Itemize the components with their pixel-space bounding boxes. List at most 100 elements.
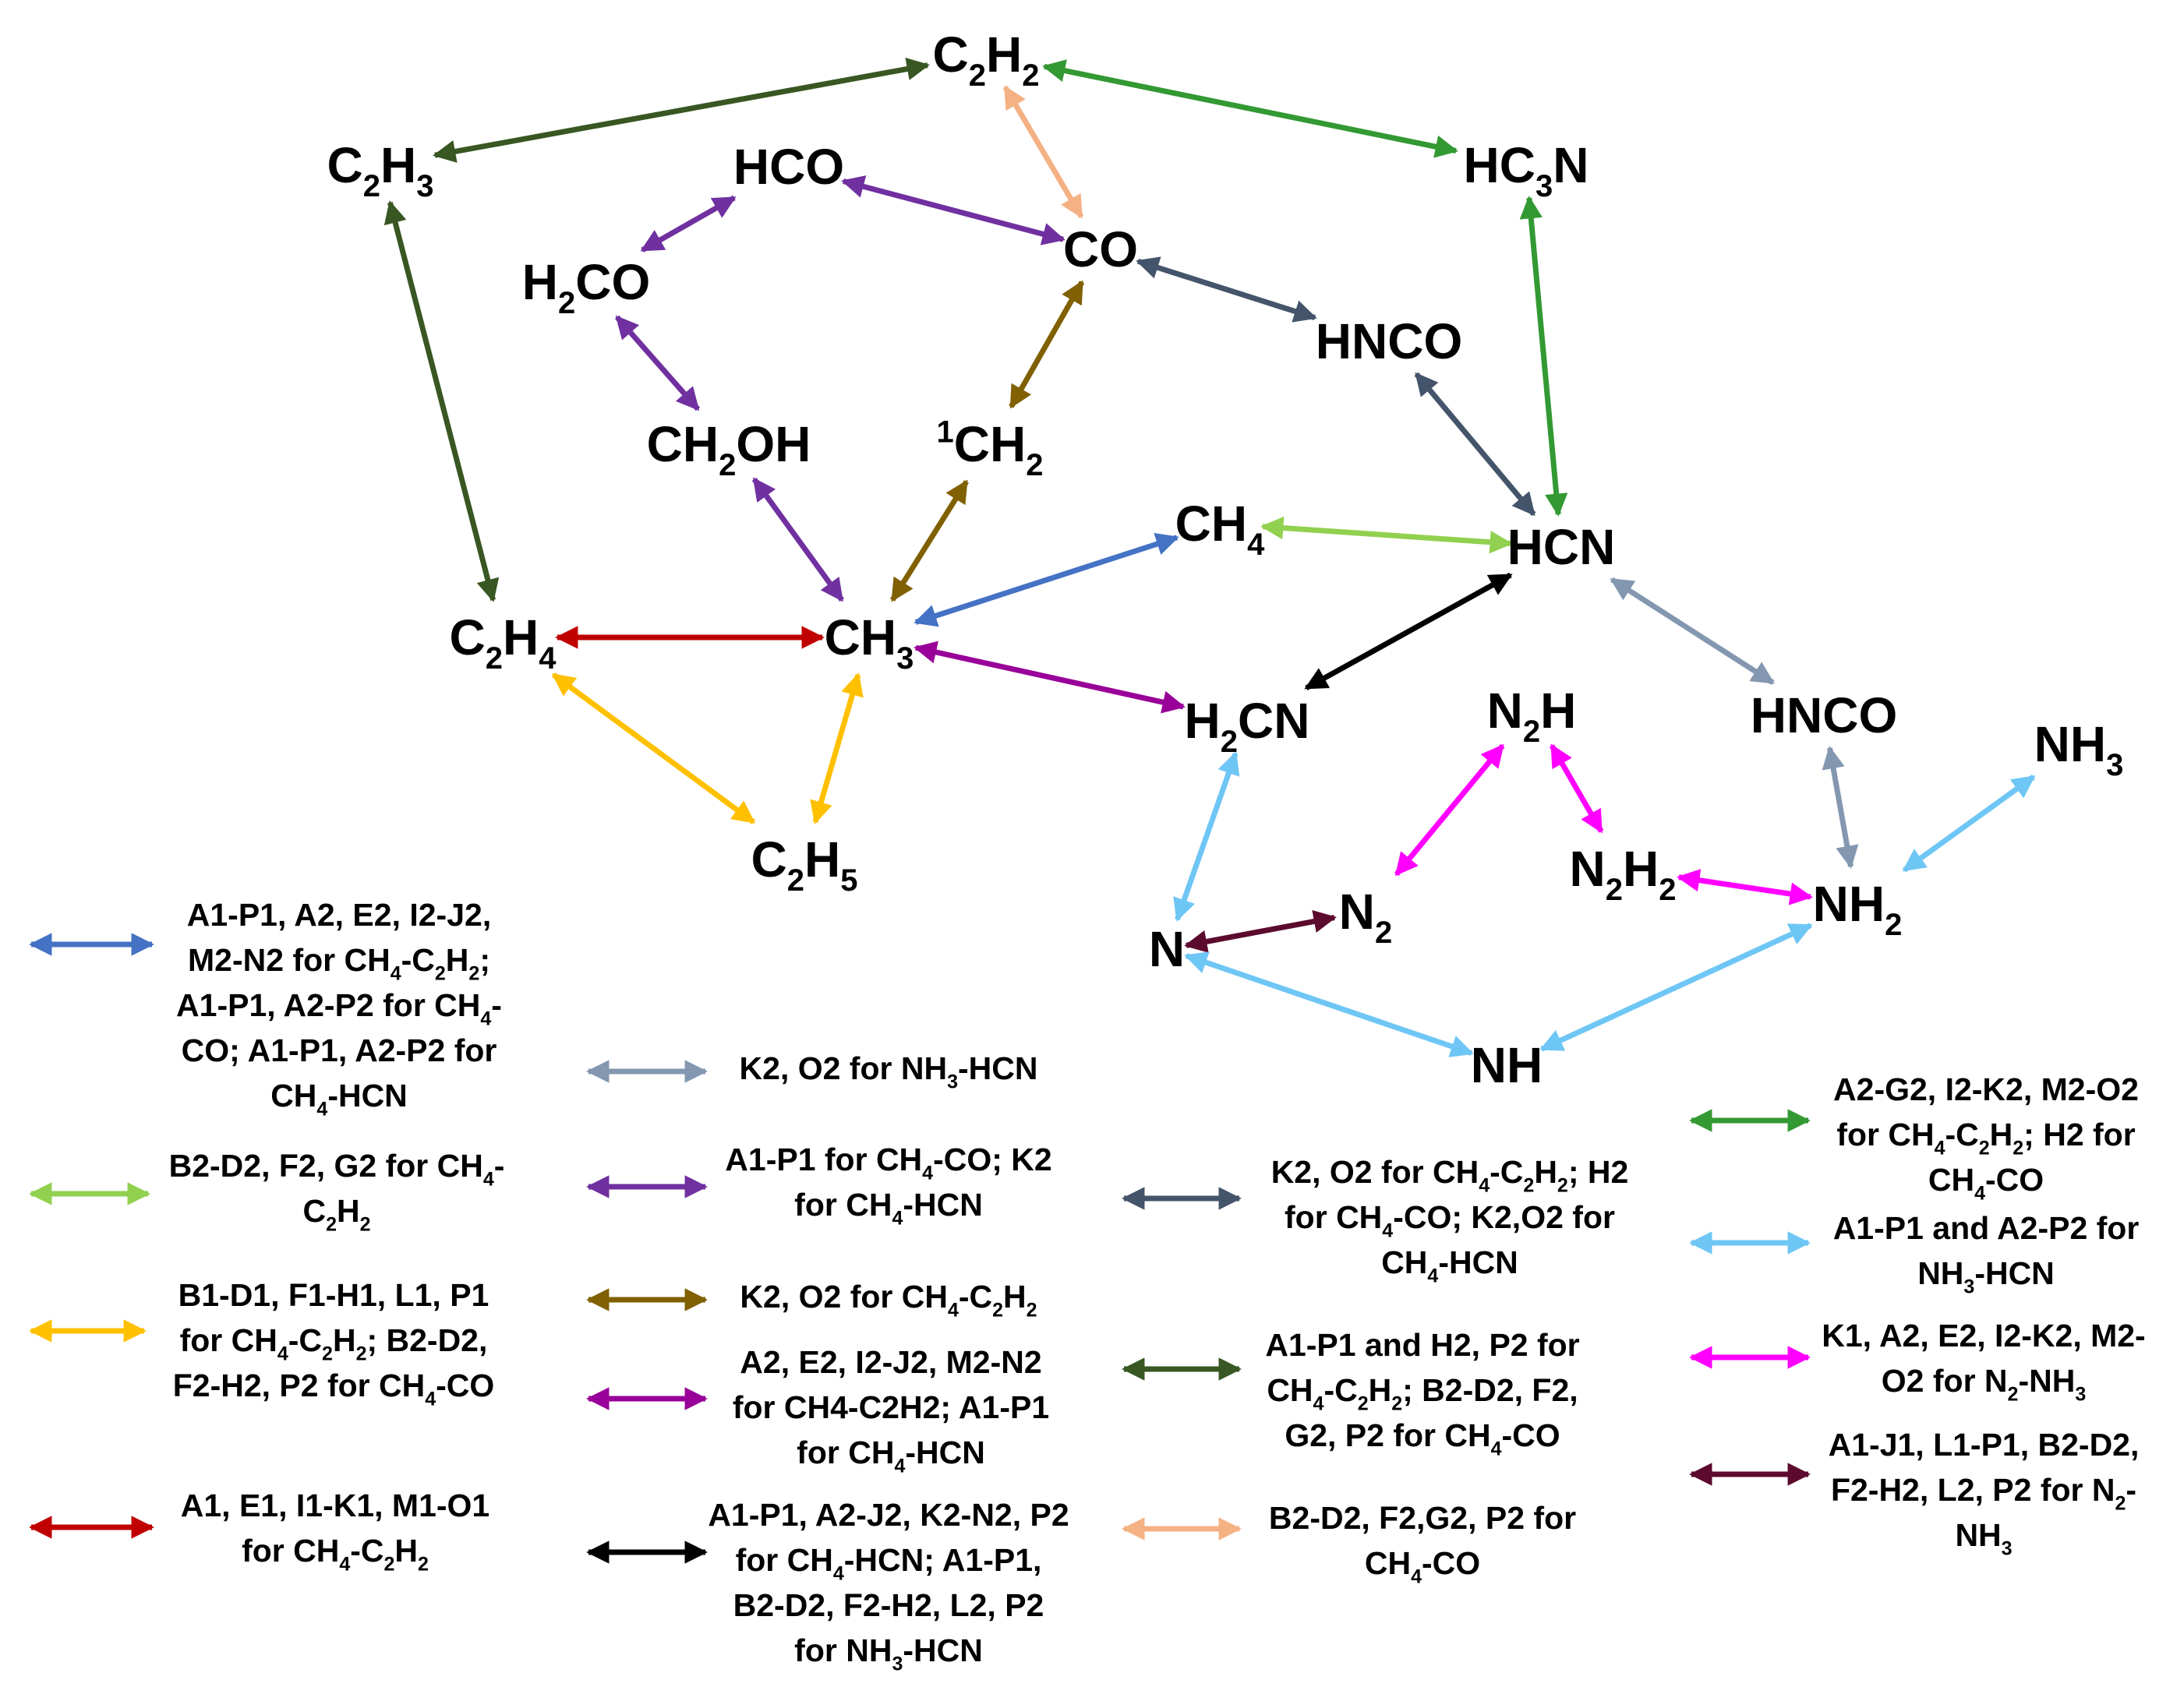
edge-CH3-C2H5	[810, 672, 864, 824]
node-N2H2: N2​H2​	[1570, 841, 1677, 907]
legend-entry-magenta_purple: A2, E2, I2-J2, M2-N2 for CH4-C2H2; A1-P1 f…	[586, 1344, 1049, 1477]
edge-C2H3-C2H2	[433, 58, 930, 163]
edge-CH2_singlet-CH3	[890, 479, 969, 602]
legend-text-line: M2-N2 for CH4​-C2​H2​;	[188, 942, 490, 984]
edge-HCN-HNCO_bottom	[1610, 577, 1775, 685]
legend-text-line: O2 for N2​-NH3​	[1882, 1363, 2086, 1405]
node-C2H2: C2​H2​	[933, 26, 1040, 93]
legend-text-line: G2, P2 for CH4​-CO	[1285, 1417, 1560, 1459]
legend-entry-red: A1, E1, I1-K1, M1-O1 for CH4​-C2​H2​	[29, 1488, 489, 1575]
legend-text-line: A2, E2, I2-J2, M2-N2	[740, 1344, 1041, 1380]
legend-text-line: CH4​-HCN	[270, 1078, 408, 1120]
node-HC3N: HC3​N	[1464, 137, 1589, 203]
legend-text-line: CH4​-CO	[1365, 1545, 1480, 1587]
node-HCN: HCN	[1507, 519, 1616, 575]
node-C2H4: C2​H4​	[450, 609, 557, 676]
node-CH4: CH4​	[1175, 496, 1265, 562]
legend-text-line: C2​H2​	[302, 1193, 370, 1235]
legend-text-line: for CH4​-HCN; A1-P1,	[736, 1542, 1042, 1584]
legend-text-line: K1, A2, E2, I2-K2, M2-	[1822, 1318, 2145, 1353]
legend-entry-brown: K2, O2 for CH4​-C2​H2​	[586, 1279, 1037, 1321]
legend-text-line: NH3​	[1955, 1517, 2012, 1559]
legend-text-line: A1-J1, L1-P1, B2-D2,	[1829, 1427, 2140, 1463]
edge-H2CO-CH2OH	[614, 315, 701, 411]
legend-text-line: A1-P1, A2, E2, I2-J2,	[187, 897, 491, 933]
legend: A1-P1, A2, E2, I2-J2, M2-N2 for CH4​-C2​H…	[29, 897, 2146, 1675]
edge-CH3-CH4	[914, 533, 1179, 627]
edge-CH4-HCN	[1260, 516, 1513, 554]
edges-layer	[383, 58, 2036, 1057]
edge-HCN-H2CN	[1304, 572, 1513, 691]
legend-text-line: K2, O2 for CH4​-C2​H2​	[740, 1279, 1037, 1321]
edge-HC3N-HCN	[1519, 196, 1568, 517]
edge-C2H4-C2H5	[551, 672, 756, 824]
legend-entry-grayblue: K2, O2 for NH3​-HCN	[586, 1050, 1038, 1092]
node-CH2OH: CH2​OH	[647, 416, 811, 482]
node-C2H5: C2​H5​	[751, 831, 858, 898]
legend-text-line: for CH4​-HCN	[797, 1435, 985, 1477]
node-NH3: NH3​	[2034, 716, 2124, 782]
legend-text-line: for CH4​-C2​H2​	[242, 1533, 429, 1575]
legend-entry-magenta: K1, A2, E2, I2-K2, M2- O2 for N2​-NH3​	[1689, 1318, 2146, 1405]
edge-CO-CH2_singlet	[1009, 280, 1085, 409]
edge-H2CN-N	[1173, 751, 1240, 922]
edge-NH2-NH3	[1902, 775, 2036, 873]
legend-entry-lightgreen: B2-D2, F2, G2 for CH4​-C2​H2​	[29, 1148, 505, 1235]
edge-CH2OH-CH3	[751, 477, 844, 602]
legend-text-line: for NH3​-HCN	[794, 1632, 983, 1675]
legend-text-line: B2-D2, F2, G2 for CH4​-	[169, 1148, 505, 1190]
legend-text-line: B2-D2, F2,G2, P2 for	[1269, 1500, 1576, 1536]
node-N2: N2​	[1339, 884, 1392, 950]
legend-text-line: CH4​-C2​H2​; B2-D2, F2,	[1267, 1372, 1578, 1414]
edge-N2H-N2H2	[1549, 743, 1604, 834]
edge-N-N2	[1184, 909, 1337, 953]
edge-C2H3-C2H4	[383, 200, 500, 602]
edge-N2H2-NH2	[1677, 869, 1813, 905]
edge-HCO-H2CO	[640, 195, 737, 253]
node-NH2: NH2​	[1813, 876, 1903, 942]
edge-HNCO_bottom-NH2	[1822, 746, 1859, 869]
legend-text-line: CO; A1-P1, A2-P2 for	[182, 1032, 497, 1068]
legend-text-line: B2-D2, F2-H2, L2, P2	[733, 1587, 1044, 1623]
legend-text-line: K2, O2 for NH3​-HCN	[740, 1050, 1038, 1092]
node-CO: CO	[1063, 221, 1138, 277]
edge-CH3-H2CN	[914, 641, 1186, 714]
legend-text-line: A1-P1, A2-J2, K2-N2, P2	[708, 1497, 1069, 1533]
edge-N-NH	[1184, 951, 1474, 1057]
legend-text-line: A1-P1, A2-P2 for CH4​-	[176, 987, 502, 1029]
legend-text-line: for CH4-C2H2; A1-P1	[733, 1389, 1049, 1425]
legend-text-line: F2-H2, P2 for CH4​-CO	[173, 1368, 495, 1410]
legend-text-line: A1, E1, I1-K1, M1-O1	[181, 1488, 489, 1523]
legend-text-line: A1-P1 and A2-P2 for	[1833, 1210, 2140, 1246]
legend-text-line: for CH4​-C2​H2​; H2 for	[1836, 1117, 2135, 1159]
edge-HCO-CO	[841, 175, 1065, 245]
edge-C2H2-CO	[1002, 85, 1084, 219]
legend-text-line: for CH4​-CO; K2,O2 for	[1285, 1199, 1615, 1241]
edge-CO-HNCO_top	[1136, 256, 1317, 323]
legend-text-line: K2, O2 for CH4​-C2​H2​; H2	[1271, 1154, 1629, 1196]
node-HNCO_bottom: HNCO	[1751, 687, 1897, 743]
legend-entry-black: A1-P1, A2-J2, K2-N2, P2 for CH4​-HCN; A1-…	[586, 1497, 1069, 1675]
edge-N2H-N2	[1394, 743, 1505, 877]
edge-NH-NH2	[1539, 923, 1813, 1052]
edge-HNCO_top-HCN	[1414, 372, 1536, 517]
node-C2H3: C2​H3​	[327, 137, 434, 203]
legend-entry-blue: A1-P1, A2, E2, I2-J2, M2-N2 for CH4​-C2​H…	[29, 897, 502, 1120]
node-CH2_singlet: 1​CH2​	[937, 415, 1044, 482]
node-H2CN: H2​CN	[1185, 693, 1310, 759]
legend-text-line: NH3​-HCN	[1917, 1255, 2055, 1297]
legend-text-line: CH4​-CO	[1928, 1162, 2044, 1204]
legend-text-line: for CH4​-C2​H2​; B2-D2,	[180, 1322, 488, 1364]
legend-text-line: for CH4​-HCN	[794, 1187, 983, 1229]
node-HNCO_top: HNCO	[1316, 313, 1462, 369]
legend-text-line: A1-P1 for CH4​-CO; K2	[725, 1142, 1051, 1184]
node-CH3: CH3​	[825, 609, 914, 676]
